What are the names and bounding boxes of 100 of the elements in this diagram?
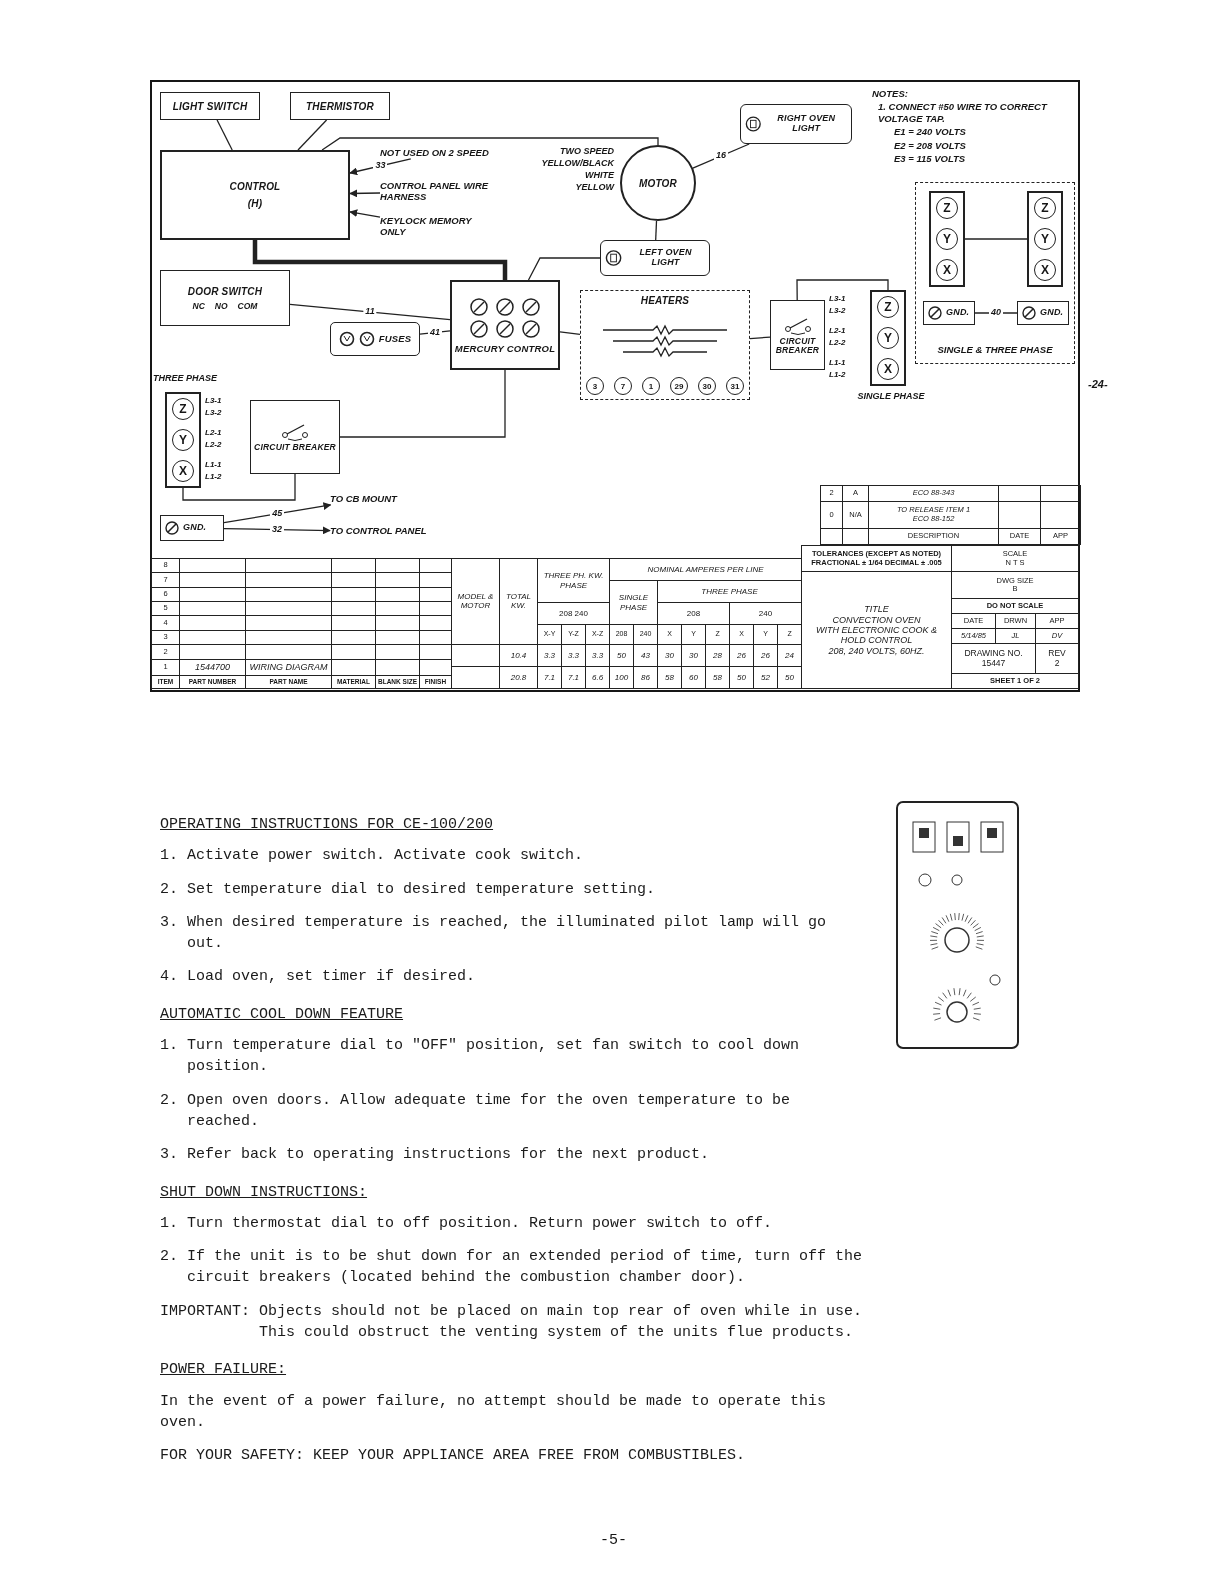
component-label: CIRCUIT BREAKER <box>774 336 821 356</box>
table-value: 30 <box>689 650 698 661</box>
column-header: THREE PHASE <box>701 586 758 597</box>
table-value: 50 <box>737 672 746 683</box>
caption-text: YELLOW <box>575 182 614 193</box>
table-value: 58 <box>665 672 674 683</box>
arrow <box>349 209 381 218</box>
component-box <box>160 92 260 120</box>
table-value: 50 <box>617 650 626 661</box>
terminal-label: GND. <box>1040 308 1064 318</box>
page-number: -24- <box>1088 378 1108 391</box>
component-label: LIGHT SWITCH <box>172 100 248 112</box>
column-header: SINGLE PHASE <box>617 593 650 612</box>
instruction-step: 2. Set temperature dial to desired temperature setting. <box>160 878 865 900</box>
component-label: MOTOR <box>638 177 677 189</box>
table-value: 20.8 <box>510 672 527 683</box>
instruction-step: 1. Turn thermostat dial to off position. Return power switch to off. <box>160 1212 865 1235</box>
wire <box>182 473 296 501</box>
edge-label: 41 <box>428 327 442 338</box>
contact-label: NC <box>192 300 205 311</box>
wire <box>216 119 233 151</box>
table-value: 100 <box>614 672 629 683</box>
callout-text: KEYLOCK MEMORY ONLY <box>380 216 473 238</box>
wire <box>559 331 581 336</box>
edge-label: 16 <box>714 151 729 161</box>
contact-label: NO <box>214 300 228 311</box>
terminal-block <box>929 191 965 287</box>
wire-label: L2-2 <box>205 441 222 450</box>
edge-label: 11 <box>363 307 377 317</box>
wire <box>964 238 1028 240</box>
caption-text: SINGLE PHASE <box>857 392 925 402</box>
table-value: 58 <box>713 672 722 683</box>
component-label: THERMISTOR <box>306 100 374 112</box>
instruction-step: 1. Activate power switch. Activate cook switch. <box>160 845 865 867</box>
component-label: DOOR SWITCH <box>187 285 263 297</box>
mercury-control <box>450 280 560 370</box>
wire-label: L1-2 <box>205 473 222 482</box>
table-value: 26 <box>737 650 746 661</box>
component-label: LEFT OVEN LIGHT <box>638 248 693 268</box>
title-block-text: CONVECTION OVEN <box>832 614 921 626</box>
wire-label: L3-2 <box>829 307 846 316</box>
component-box <box>290 92 390 120</box>
title-block-text: REV <box>1048 648 1066 659</box>
wire-label: L2-1 <box>205 429 222 438</box>
title-block-text: WITH ELECTRONIC COOK & HOLD CONTROL <box>815 625 938 646</box>
caption-text: TWO SPEED <box>560 147 614 157</box>
table-value: 1544700 <box>194 662 230 673</box>
wire <box>749 336 771 340</box>
section-heading: OPERATING INSTRUCTIONS FOR CE-100/200 <box>160 815 494 835</box>
table-value: 60 <box>689 672 698 683</box>
table-value: 30 <box>665 650 674 661</box>
section-heading: AUTOMATIC COOL DOWN FEATURE <box>160 1004 404 1025</box>
terminal-block <box>870 290 906 386</box>
table-value: 3.3 <box>567 650 580 661</box>
edge-label: 33 <box>373 161 388 171</box>
callout-text: TO CB MOUNT <box>330 494 397 505</box>
wire-label: L3-2 <box>205 409 222 418</box>
circuit-breaker <box>770 300 825 370</box>
fuse-holder <box>330 322 420 356</box>
table-value: 24 <box>785 650 794 661</box>
door-switch <box>160 270 290 326</box>
oven-light <box>740 104 852 144</box>
note-text: 1. CONNECT #50 WIRE TO CORRECT VOLTAGE TAP. <box>877 101 1049 125</box>
table-value: 28 <box>713 650 722 661</box>
table-value: 7.1 <box>543 672 556 683</box>
page-number: -5- <box>600 1532 627 1549</box>
section-heading: SHUT DOWN INSTRUCTIONS: <box>160 1182 368 1203</box>
note-text: E3 = 115 VOLTS <box>893 152 967 165</box>
terminal-block <box>165 392 201 488</box>
arrow <box>223 526 331 535</box>
note-text: E2 = 208 VOLTS <box>893 139 967 151</box>
contact-label: COM <box>237 300 258 311</box>
wire-label: L1-1 <box>205 461 222 470</box>
table-value: WIRING DIAGRAM <box>249 662 328 673</box>
column-header: 240 <box>758 608 773 619</box>
instruction-step: 1. Turn temperature dial to "OFF" position, set fan switch to cool down position. <box>160 1035 865 1078</box>
component-label: (H) <box>247 198 263 209</box>
terminal-label: GND. <box>946 308 970 318</box>
table-value: 3.3 <box>543 650 556 661</box>
wire-label: L3-1 <box>829 295 846 304</box>
title-block-text: 15447 <box>981 658 1006 669</box>
column-header: NOMINAL AMPERES PER LINE <box>647 564 764 575</box>
title-block-text: 208, 240 VOLTS, 60HZ. <box>828 645 925 657</box>
jumper-panel <box>915 182 1075 364</box>
table-value: 26 <box>761 650 770 661</box>
instruction-step: 3. Refer back to operating instructions for the next product. <box>160 1144 865 1166</box>
table-value: 10.4 <box>510 650 527 661</box>
wire <box>289 303 451 321</box>
instruction-text: In the event of a power failure, no attempt should be made to operate this oven. <box>160 1391 828 1433</box>
callout-text: CONTROL PANEL WIRE HARNESS <box>380 181 490 203</box>
instruction-text: FOR YOUR SAFETY: KEEP YOUR APPLIANCE AREA FREE FROM COMBUSTIBLES. <box>160 1446 747 1467</box>
ground-terminal <box>1017 301 1069 325</box>
caption-text: WHITE <box>585 170 614 181</box>
instruction-step: 2. Open oven doors. Allow adequate time for the oven temperature to be reached. <box>160 1089 865 1133</box>
ground-terminal <box>923 301 975 325</box>
table-value: 52 <box>761 672 770 683</box>
edge-label: 32 <box>270 524 284 535</box>
wire <box>527 257 601 281</box>
table-value: 43 <box>641 650 650 661</box>
wire-label: L2-1 <box>829 327 846 336</box>
